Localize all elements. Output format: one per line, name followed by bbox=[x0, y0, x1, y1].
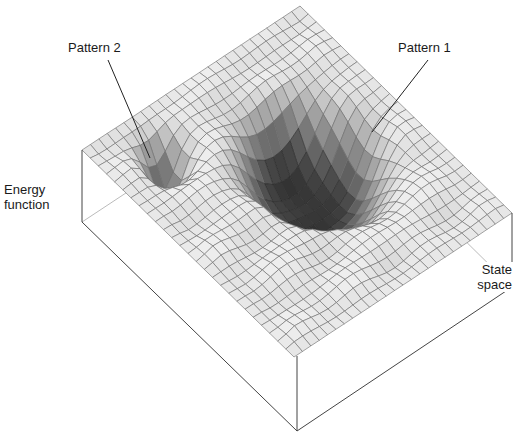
box-front-edges bbox=[82, 150, 512, 431]
mesh-cell bbox=[286, 342, 303, 357]
leader-lines bbox=[108, 60, 428, 158]
pattern-label: Pattern 1 bbox=[398, 40, 478, 55]
axis-label: State space bbox=[466, 262, 514, 292]
surface-mesh bbox=[82, 6, 512, 357]
axis-label: Energy function bbox=[4, 182, 70, 212]
box-back-edges bbox=[82, 6, 512, 287]
pattern-label: Pattern 2 bbox=[68, 40, 148, 55]
